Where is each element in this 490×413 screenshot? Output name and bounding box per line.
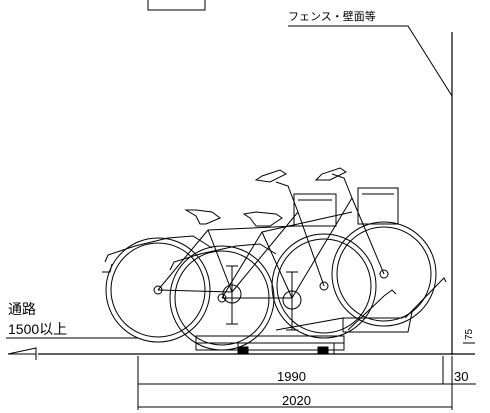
dimension-2020: 2020: [282, 393, 311, 408]
fence-wall-label: フェンス・壁面等: [288, 11, 376, 23]
dimension-lines: [137, 342, 476, 410]
bicycle-front-right: [169, 167, 437, 351]
aisle-width-label: 1500以上: [8, 321, 68, 337]
dimension-30: 30: [454, 369, 469, 384]
aisle-label: 通路: [8, 301, 36, 317]
dimension-75: 75: [464, 328, 475, 340]
fence-leader-line: [288, 25, 453, 97]
rack-rails: [275, 277, 447, 333]
bicycle-rear-left: [102, 169, 377, 343]
top-box-outline: [147, 0, 206, 11]
aisle-arrow: [7, 347, 37, 360]
dimension-1990: 1990: [277, 369, 306, 384]
